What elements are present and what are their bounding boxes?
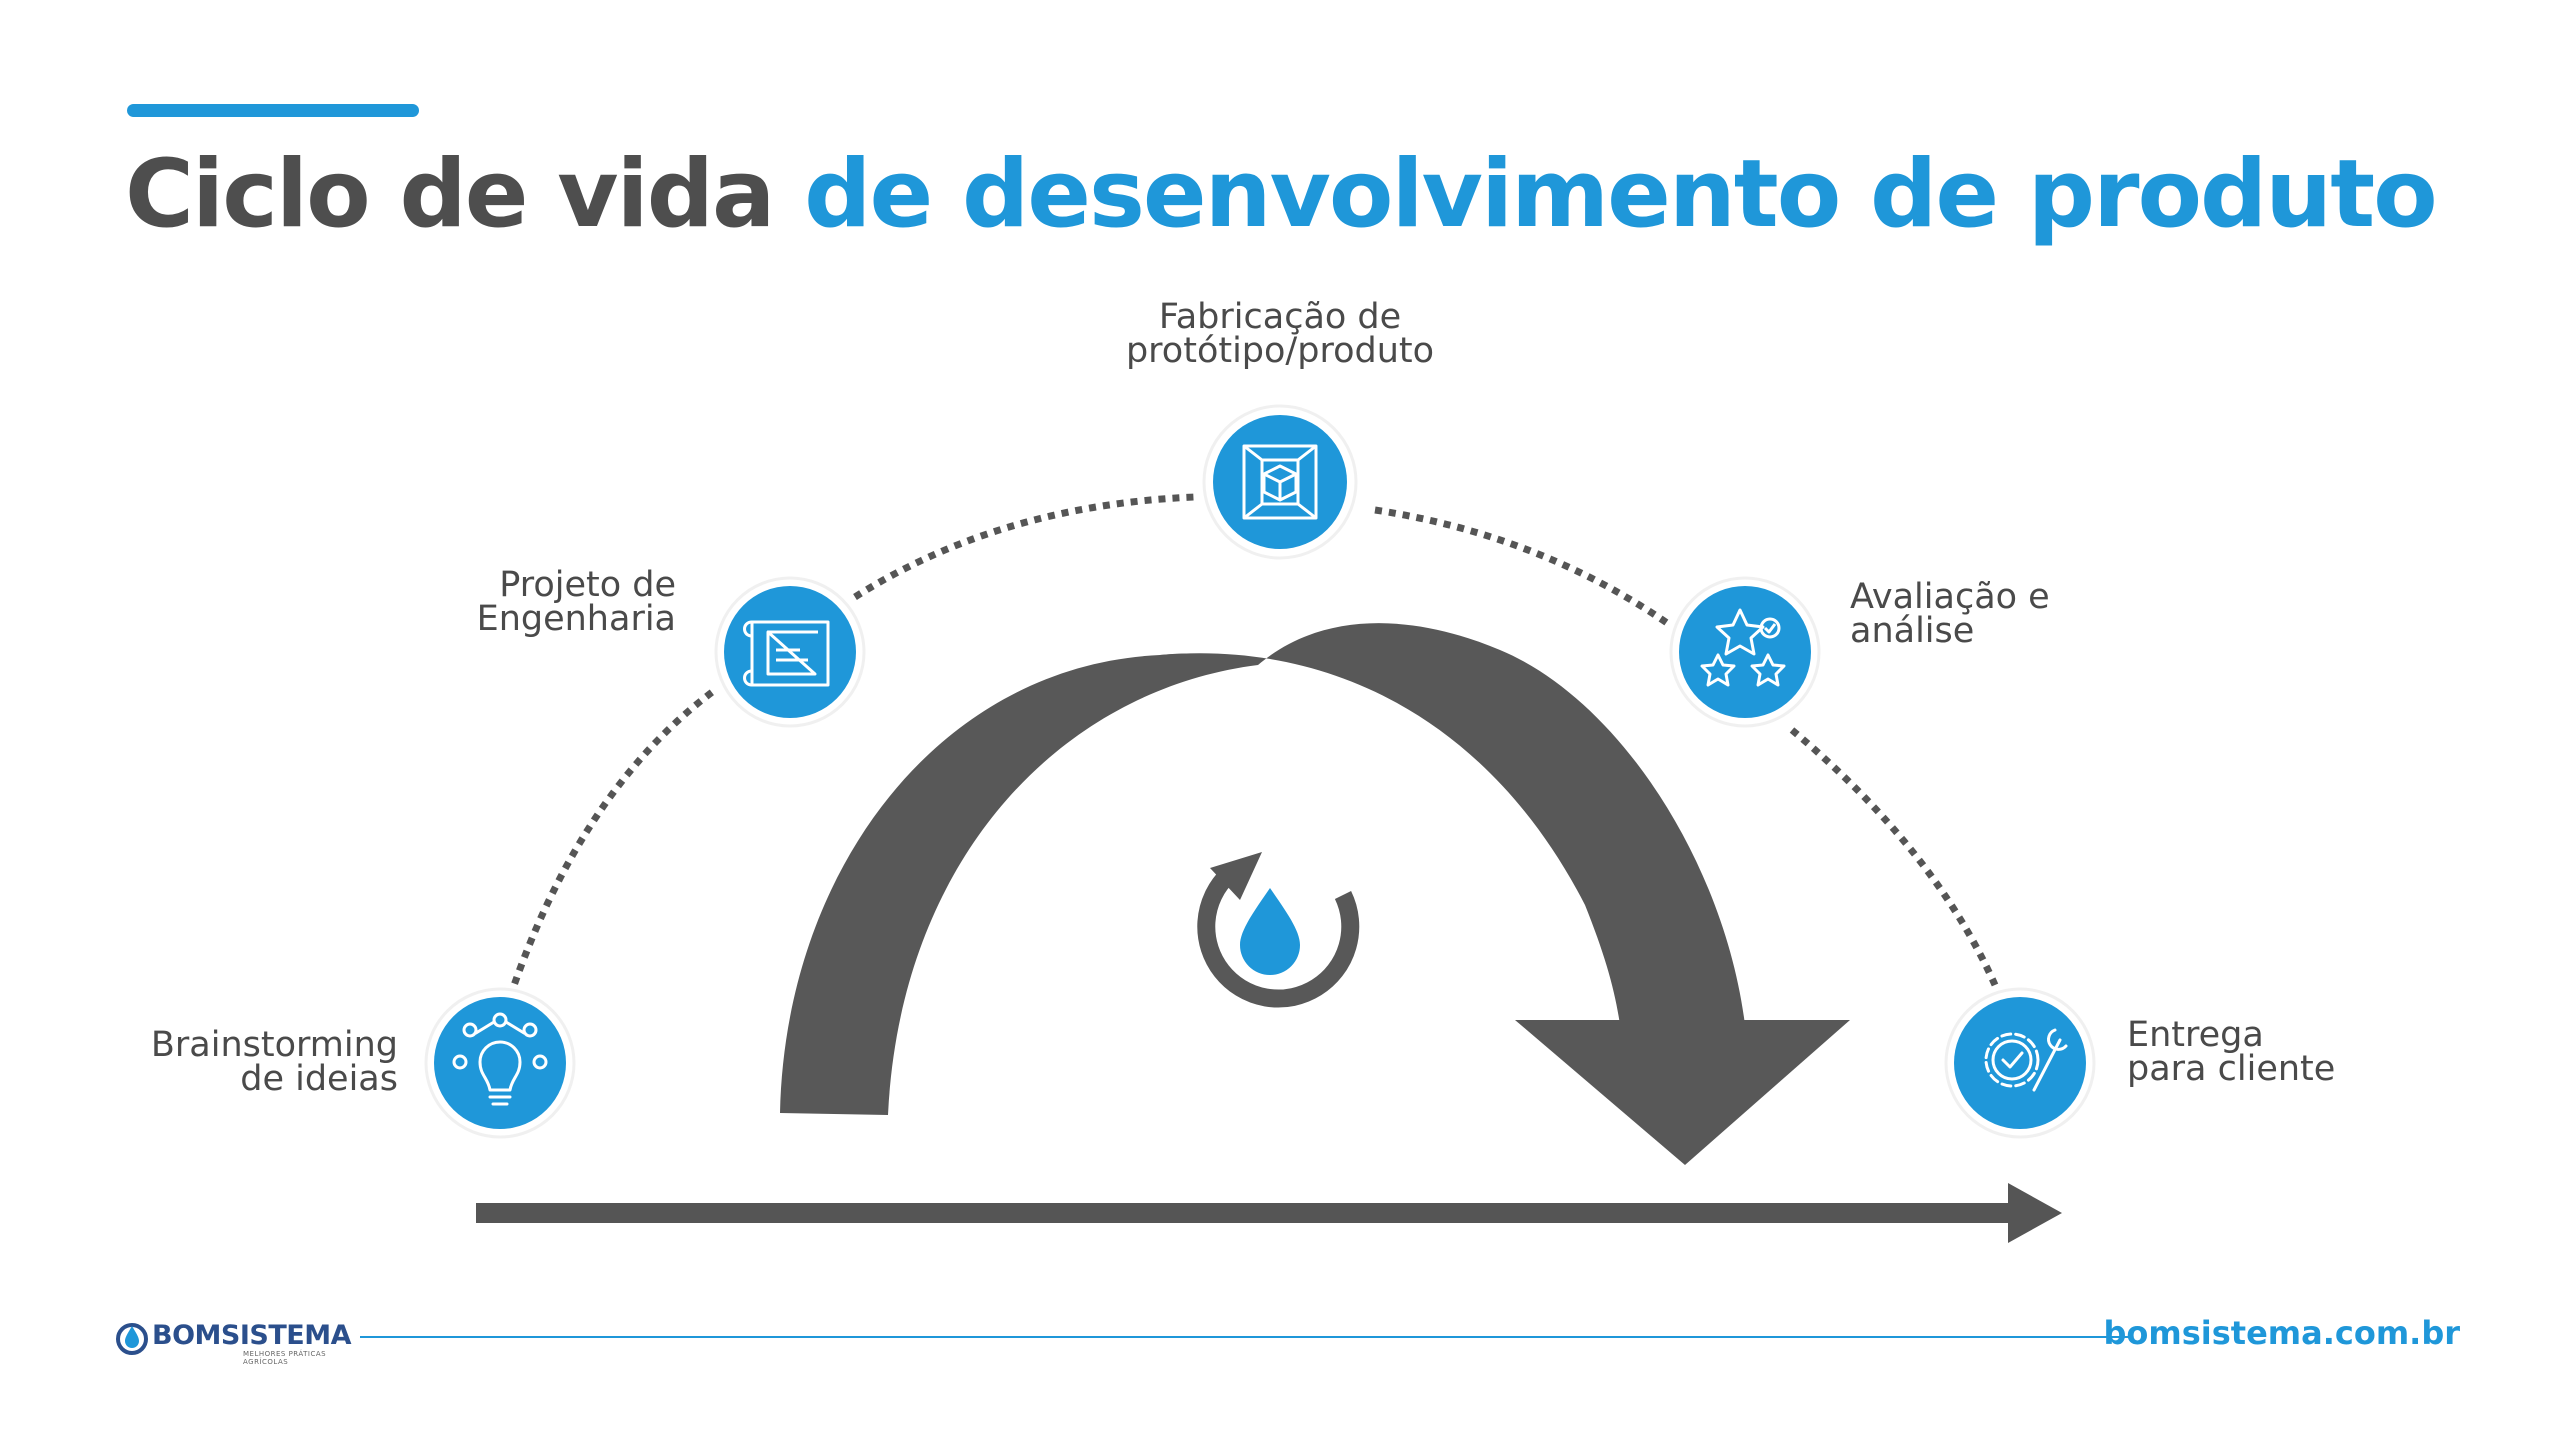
connector-2-3 <box>853 493 1196 600</box>
curved-cycle-arrow <box>780 623 1850 1165</box>
timeline-arrow <box>476 1183 2062 1243</box>
step-4-label: Avaliação e análise <box>1850 577 2050 651</box>
curved-arrow-right-band <box>1160 623 1745 1025</box>
step-1-node <box>424 987 576 1139</box>
blueprint-icon <box>743 620 830 687</box>
stars-check-icon <box>1700 608 1786 687</box>
connector-4-5 <box>1789 727 1999 987</box>
title-part-blue: de desenvolvimento de produto <box>804 140 2438 249</box>
step-5-node <box>1944 987 2096 1139</box>
step-3-label: Fabricação de protótipo/produto <box>1125 297 1435 371</box>
logo-drop-icon <box>116 1323 148 1355</box>
step-2-node <box>714 576 866 728</box>
dotted-connectors <box>506 493 1999 999</box>
3d-cube-icon <box>1242 444 1318 520</box>
step-2-label: Projeto de Engenharia <box>476 565 676 639</box>
curved-arrow-left-band <box>780 653 1258 1115</box>
step-icon-circles <box>424 404 2096 1139</box>
step-3-node <box>1202 404 1358 560</box>
curved-arrow-head <box>1515 1020 1850 1165</box>
cycle-drop-icon <box>1197 852 1360 1008</box>
step-5-label: Entrega para cliente <box>2127 1015 2336 1089</box>
title-accent-bar <box>127 104 419 117</box>
site-url[interactable]: bomsistema.com.br <box>2103 1314 2460 1352</box>
logo-brand-name: BOMSISTEMA <box>152 1320 351 1351</box>
footer-divider <box>360 1336 2130 1338</box>
step-4-node <box>1669 576 1821 728</box>
connector-1-2 <box>506 687 718 999</box>
lightbulb-ideas-icon <box>452 1012 548 1106</box>
connector-3-4 <box>1374 506 1672 628</box>
step-1-label: Brainstorming de ideias <box>150 1025 398 1099</box>
title-part-dark: Ciclo de vida <box>125 140 775 249</box>
logo-tagline: MELHORES PRÁTICAS AGRÍCOLAS <box>243 1350 327 1366</box>
brand-logo: BOMSISTEMA MELHORES PRÁTICAS AGRÍCOLAS <box>116 1316 356 1366</box>
page-title: Ciclo de vida de desenvolvimento de prod… <box>125 120 2438 270</box>
gear-check-icon <box>1984 1028 2068 1092</box>
